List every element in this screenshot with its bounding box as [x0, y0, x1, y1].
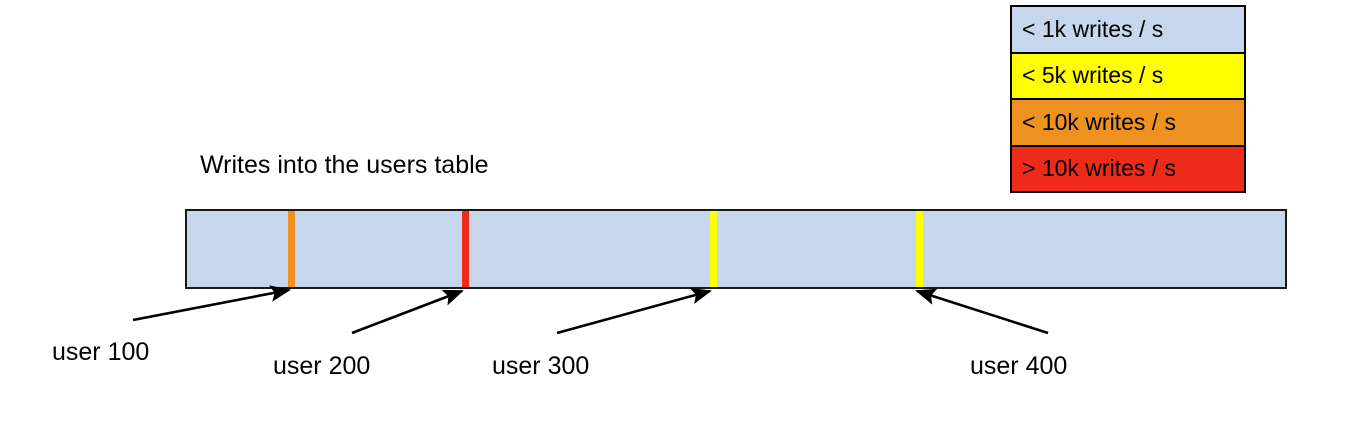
legend-row-under-10k: < 10k writes / s	[1012, 100, 1244, 147]
label-user-100: user 100	[52, 338, 150, 366]
label-user-300: user 300	[492, 352, 590, 380]
keyspace-bar	[185, 209, 1287, 289]
marker-user-100	[288, 211, 295, 287]
legend-label-under-5k: < 5k writes / s	[1022, 62, 1164, 89]
legend-label-under-1k: < 1k writes / s	[1022, 15, 1164, 42]
legend-row-under-1k: < 1k writes / s	[1012, 7, 1244, 54]
marker-user-400	[916, 211, 923, 287]
marker-user-300	[710, 211, 717, 287]
chart-title: Writes into the users table	[200, 151, 489, 179]
label-user-400: user 400	[970, 352, 1068, 380]
arrow-user-400	[915, 288, 1049, 335]
marker-user-200	[462, 211, 469, 287]
label-user-200: user 200	[273, 352, 371, 380]
legend-label-over-10k: > 10k writes / s	[1022, 155, 1177, 182]
arrow-user-200	[351, 289, 464, 335]
legend-row-over-10k: > 10k writes / s	[1012, 146, 1244, 191]
legend-label-under-10k: < 10k writes / s	[1022, 108, 1177, 135]
arrow-user-100	[132, 285, 292, 322]
legend: < 1k writes / s < 5k writes / s < 10k wr…	[1010, 5, 1246, 193]
legend-row-under-5k: < 5k writes / s	[1012, 53, 1244, 100]
arrow-user-300	[556, 287, 713, 335]
